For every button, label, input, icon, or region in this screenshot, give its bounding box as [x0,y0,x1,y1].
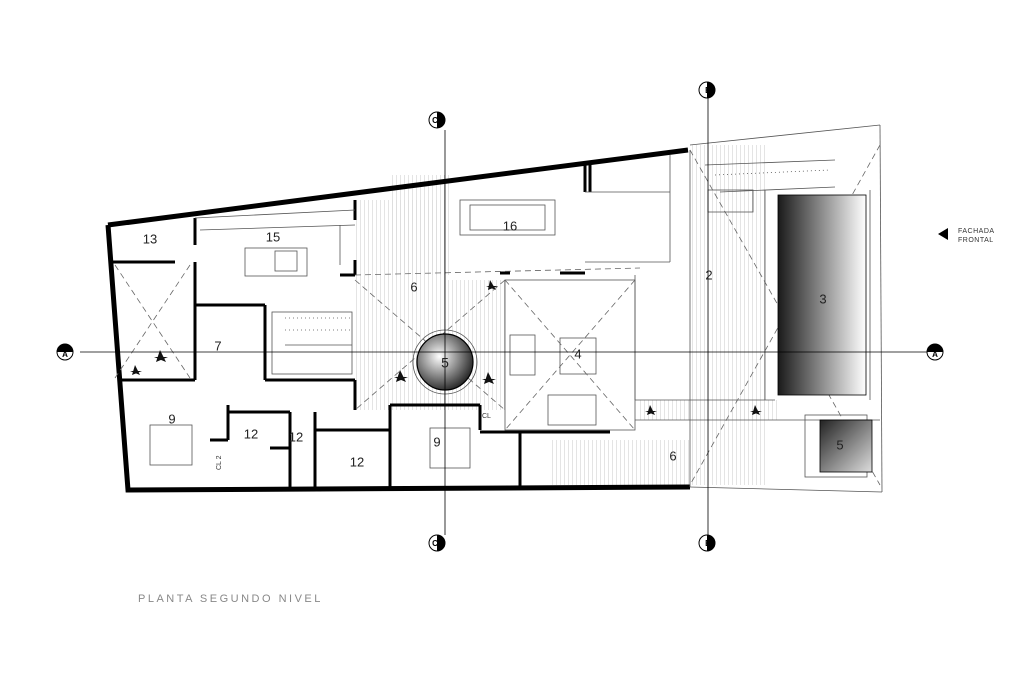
room-5-circle: 5 [441,355,449,371]
room-3: 3 [819,291,826,306]
section-marker-c-top: C [428,111,446,129]
plant-icons [130,280,762,415]
small-pool [819,419,873,473]
room-12-b: 12 [289,429,303,444]
room-9-right: 9 [433,434,440,449]
room-labels: 13 15 16 2 3 6 6 5 5 4 7 9 9 12 12 12 [143,218,844,469]
exterior-walls [105,124,883,493]
room-9-left: 9 [168,411,175,426]
section-marker-a-left: A [56,343,74,361]
room-6-upper: 6 [410,279,417,294]
room-2: 2 [705,267,712,282]
room-7: 7 [214,338,221,353]
room-16: 16 [503,218,517,233]
marker-a-left-label: A [62,350,68,359]
drawing-title: PLANTA SEGUNDO NIVEL [138,593,323,605]
facade-arrow-icon [938,228,948,240]
facade-label-line1: FACHADA [958,228,995,235]
section-marker-b-bottom: B [698,534,716,552]
marker-a-right-label: A [932,350,938,359]
stair-treads [285,169,831,331]
interior-walls [110,165,610,490]
room-5-pool: 5 [836,437,843,452]
room-12-c: 12 [350,454,364,469]
room-12-a: 12 [244,426,258,441]
section-marker-a-right: A [926,343,944,361]
room-4: 4 [574,346,581,361]
marker-b-top-label: B [705,86,711,95]
closet-2-label: CL 2 [216,455,223,470]
section-marker-c-bottom: C [428,534,446,552]
section-axes [80,98,930,535]
facade-label-line2: FRONTAL [958,237,994,244]
marker-b-bottom-label: B [705,539,711,548]
marker-c-bottom-label: C [432,539,438,548]
main-pool [777,194,867,396]
closet-label: CL [482,413,491,420]
room-13: 13 [143,231,157,246]
section-marker-b-top: B [698,81,716,99]
room-6-lower: 6 [669,448,676,463]
marker-c-top-label: C [432,116,438,125]
room-15: 15 [266,229,280,244]
